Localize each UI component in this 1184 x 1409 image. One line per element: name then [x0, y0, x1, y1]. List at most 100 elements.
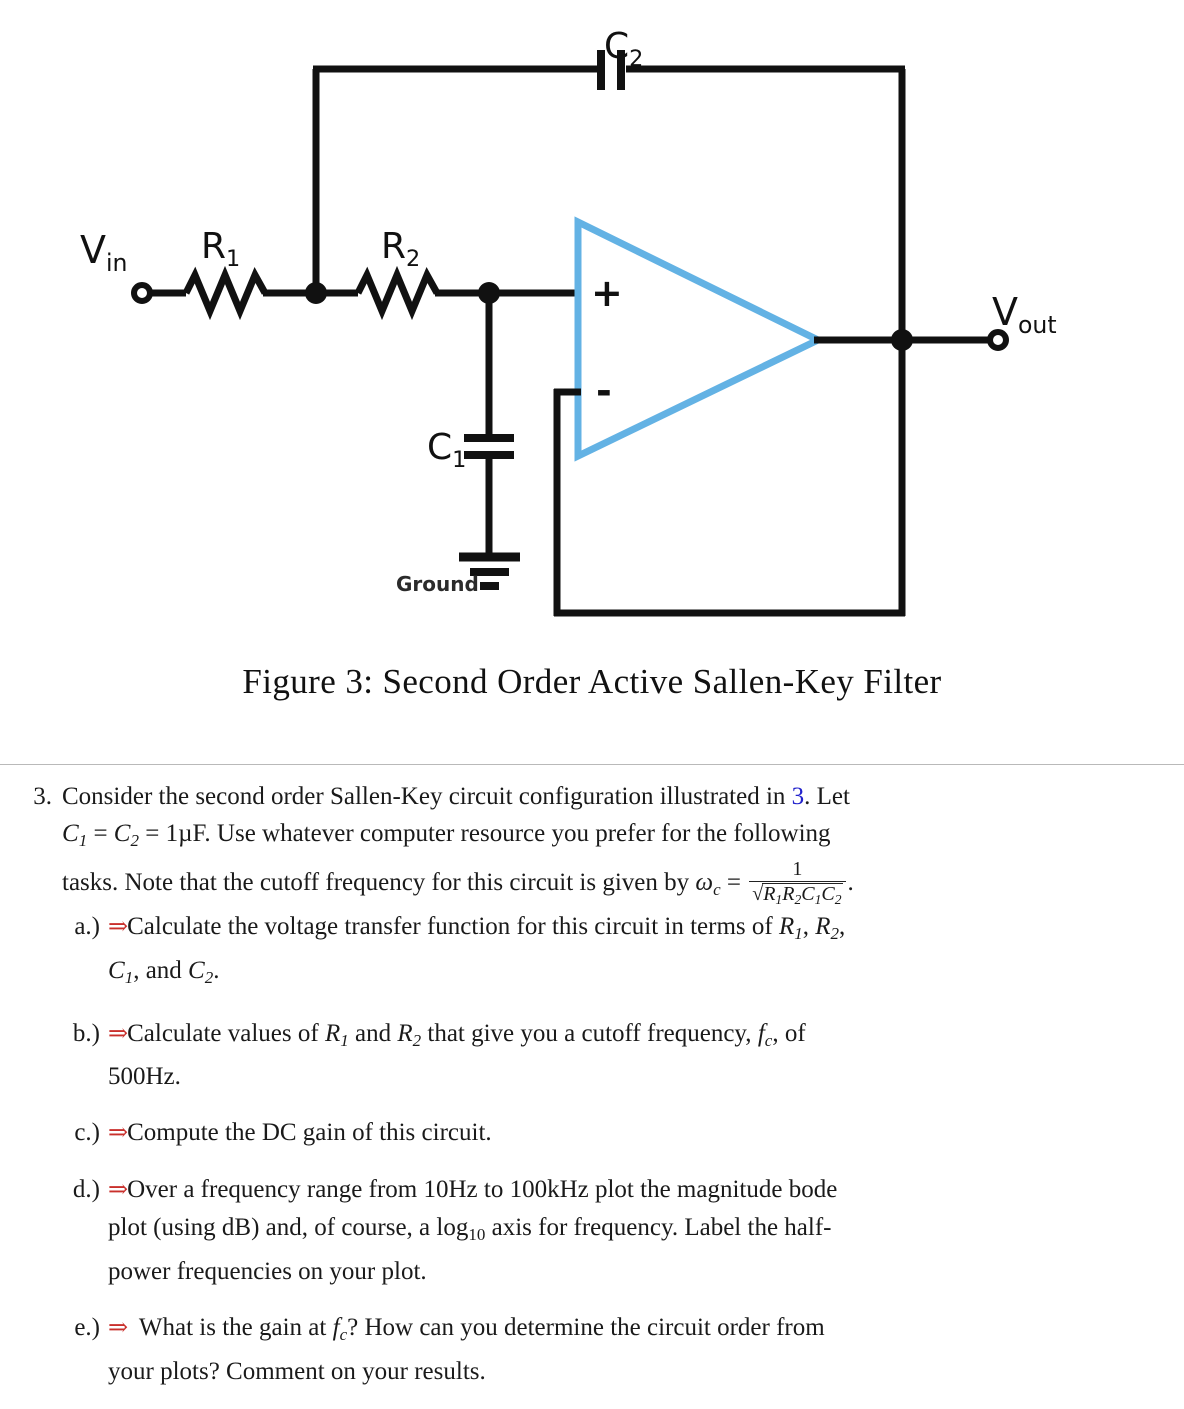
math-a-c2-sub: 2	[204, 967, 214, 987]
arrow-icon: ⇒	[108, 1177, 128, 1204]
label-vin-main: V	[80, 228, 106, 272]
math-c2: C	[113, 820, 131, 847]
page-divider	[0, 764, 1184, 765]
math-a-c2: C	[188, 956, 205, 984]
label-c1-main: C	[427, 427, 453, 468]
math-den-r2-sub: 2	[794, 891, 802, 907]
subtask-a-end: .	[213, 956, 220, 984]
sqrt-symbol: √	[752, 882, 764, 905]
label-vin: Vin	[80, 228, 127, 277]
subtask-d: d.) ⇒Over a frequency range from 10Hz to…	[0, 1171, 1184, 1290]
label-vout-sub: out	[1018, 311, 1057, 340]
subtask-d-line2b: axis for frequency. Label the half-	[485, 1214, 832, 1242]
label-opamp-plus: +	[591, 271, 623, 315]
math-den-r1: R	[763, 882, 776, 905]
opamp-triangle	[574, 216, 826, 462]
subtask-d-line2a: plot (using dB) and, of course, a log	[108, 1214, 469, 1242]
math-a-r1-sub: 1	[794, 923, 803, 943]
subtask-e-label: e.)	[74, 1314, 100, 1341]
math-a-r2-sub: 2	[830, 923, 840, 943]
math-a-c1-sub: 1	[124, 967, 134, 987]
label-r2: R2	[381, 226, 420, 272]
math-den-c2: C	[821, 882, 835, 905]
subtask-b-text: ⇒Calculate values of R1 and R2 that give…	[108, 1015, 1184, 1096]
math-eq-2: =	[138, 820, 166, 847]
math-b-fc: f	[757, 1019, 765, 1047]
math-b-r1-sub: 1	[340, 1030, 349, 1050]
subtask-b-of: , of	[772, 1019, 806, 1047]
math-den-r2: R	[782, 882, 795, 905]
subtask-a-comma: ,	[839, 913, 846, 940]
math-b-r2: R	[397, 1019, 413, 1047]
subtask-b-mid: that give you a cutoff frequency,	[421, 1019, 758, 1047]
label-r1-sub: 1	[226, 245, 241, 272]
circuit-diagram-svg	[131, 50, 1009, 617]
math-omega: ω	[695, 868, 714, 896]
problem-line-1: 3. Consider the second order Sallen-Key …	[0, 778, 1184, 907]
subtask-b-and: and	[348, 1019, 398, 1047]
problem-text-c: Use whatever computer resource you prefe…	[210, 820, 831, 847]
label-r1-main: R	[201, 226, 227, 267]
subtask-d-body: Over a frequency range from 10Hz to 100k…	[127, 1176, 838, 1204]
arrow-icon: ⇒	[108, 1315, 129, 1341]
sqrt-radicand: R1R2C1C2	[762, 882, 843, 907]
subtask-d-text: ⇒Over a frequency range from 10Hz to 100…	[108, 1171, 1184, 1290]
math-a-r2: R	[815, 913, 831, 940]
label-vout-main: V	[992, 290, 1018, 334]
math-a-c1: C	[108, 956, 125, 984]
subtask-e-rest: ? How can you determine the circuit orde…	[347, 1314, 825, 1341]
label-r1: R1	[201, 226, 240, 272]
label-vout: Vout	[992, 290, 1057, 339]
terminal-vout	[987, 329, 1009, 351]
math-eq-1: =	[87, 820, 114, 847]
subtask-c-text: ⇒Compute the DC gain of this circuit.	[108, 1114, 1184, 1152]
label-r2-main: R	[381, 226, 407, 267]
subtask-c-label: c.)	[74, 1119, 100, 1147]
subtask-d-label: d.)	[72, 1176, 100, 1204]
subtask-a: a.) ⇒Calculate the voltage transfer func…	[0, 908, 1184, 996]
problem-number: 3.	[33, 783, 52, 810]
figure-caption: Figure 3: Second Order Active Sallen-Key…	[242, 662, 942, 701]
math-e-fc-sub: c	[339, 1324, 348, 1344]
math-b-fc-sub: c	[764, 1030, 773, 1050]
problem-line-3: tasks. Note that the cutoff frequency fo…	[62, 858, 854, 906]
circuit-figure: Vin R1 R2 C1 C2 Vout Ground + -	[0, 0, 1184, 645]
math-e-fc: f	[332, 1314, 340, 1341]
math-eq-3: =	[720, 868, 748, 896]
label-c2-sub: 2	[629, 45, 644, 72]
resistor-r1	[182, 265, 269, 321]
math-c2-sub: 2	[130, 830, 139, 850]
formula-numerator: 1	[749, 858, 846, 882]
subtask-a-body: Calculate the voltage transfer function …	[127, 913, 779, 940]
problem-text-d: tasks. Note that the cutoff frequency fo…	[62, 868, 696, 896]
math-omega-sub: c	[713, 879, 721, 899]
label-vin-sub: in	[106, 249, 128, 278]
math-c1: C	[62, 820, 79, 847]
math-a-r1: R	[778, 913, 795, 940]
subtask-e-text: ⇒ What is the gain at fc? How can you de…	[108, 1309, 1184, 1390]
problem-statement: 3. Consider the second order Sallen-Key …	[0, 778, 1184, 907]
label-c1-sub: 1	[452, 446, 467, 473]
subtask-c: c.) ⇒Compute the DC gain of this circuit…	[0, 1114, 1184, 1152]
problem-text-a: Consider the second order Sallen-Key cir…	[62, 783, 792, 810]
subtask-e: e.) ⇒ What is the gain at fc? How can yo…	[0, 1309, 1184, 1390]
subtask-a-label: a.)	[74, 913, 100, 940]
arrow-icon: ⇒	[108, 914, 128, 940]
subtask-a-and: , and	[133, 956, 189, 984]
math-den-c1: C	[801, 882, 815, 905]
label-c2: C2	[604, 26, 643, 72]
math-den-c1-sub: 1	[814, 891, 822, 907]
math-den-r1-sub: 1	[775, 891, 783, 907]
subtask-e-line2: your plots? Comment on your results.	[108, 1357, 486, 1385]
terminal-vin	[131, 282, 153, 304]
subtask-b-line2: 500Hz.	[108, 1063, 181, 1091]
cutoff-formula-fraction: 1√R1R2C1C2	[749, 858, 846, 907]
formula-period: .	[847, 868, 854, 896]
figure-reference-link[interactable]: 3	[791, 783, 805, 810]
label-opamp-minus: -	[596, 369, 612, 413]
subtask-c-body: Compute the DC gain of this circuit.	[127, 1119, 492, 1147]
label-c2-main: C	[604, 26, 630, 67]
math-b-r2-sub: 2	[412, 1030, 422, 1050]
subtask-b-label: b.)	[72, 1019, 100, 1047]
math-den-c2-sub: 2	[834, 891, 842, 907]
